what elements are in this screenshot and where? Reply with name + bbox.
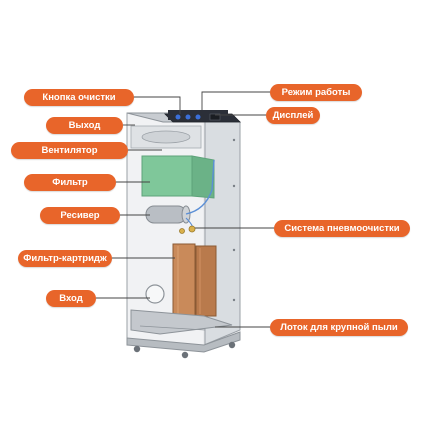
label-coarse-dust-tray: Лоток для крупной пыли	[270, 319, 408, 336]
inlet-opening	[145, 284, 165, 304]
wheel-icon	[228, 341, 236, 349]
label-cleaning-button: Кнопка очистки	[24, 89, 134, 106]
label-receiver: Ресивер	[40, 207, 120, 224]
label-pneumatic-cleaning-system: Система пневмоочистки	[274, 220, 410, 237]
label-inlet: Вход	[46, 290, 96, 307]
label-operating-mode: Режим работы	[270, 84, 362, 101]
leader-lines	[96, 91, 274, 328]
label-filter-cartridge: Фильтр-картридж	[18, 250, 112, 267]
display-icon	[209, 113, 221, 121]
label-outlet: Выход	[46, 117, 123, 134]
filter-cartridge-right	[195, 245, 217, 317]
receiver-tank	[145, 205, 187, 224]
filter-block	[141, 155, 193, 197]
wheel-icon	[133, 345, 141, 353]
mode-button-icon[interactable]	[185, 114, 191, 120]
label-filter: Фильтр	[24, 174, 116, 191]
filter-cartridge-left	[172, 243, 196, 317]
wheel-icon	[181, 351, 189, 359]
cleaning-button-icon[interactable]	[175, 114, 181, 120]
label-display: Дисплей	[266, 107, 320, 124]
label-fan: Вентилятор	[11, 142, 128, 159]
power-button-icon[interactable]	[195, 114, 201, 120]
valve-icon	[188, 225, 196, 233]
